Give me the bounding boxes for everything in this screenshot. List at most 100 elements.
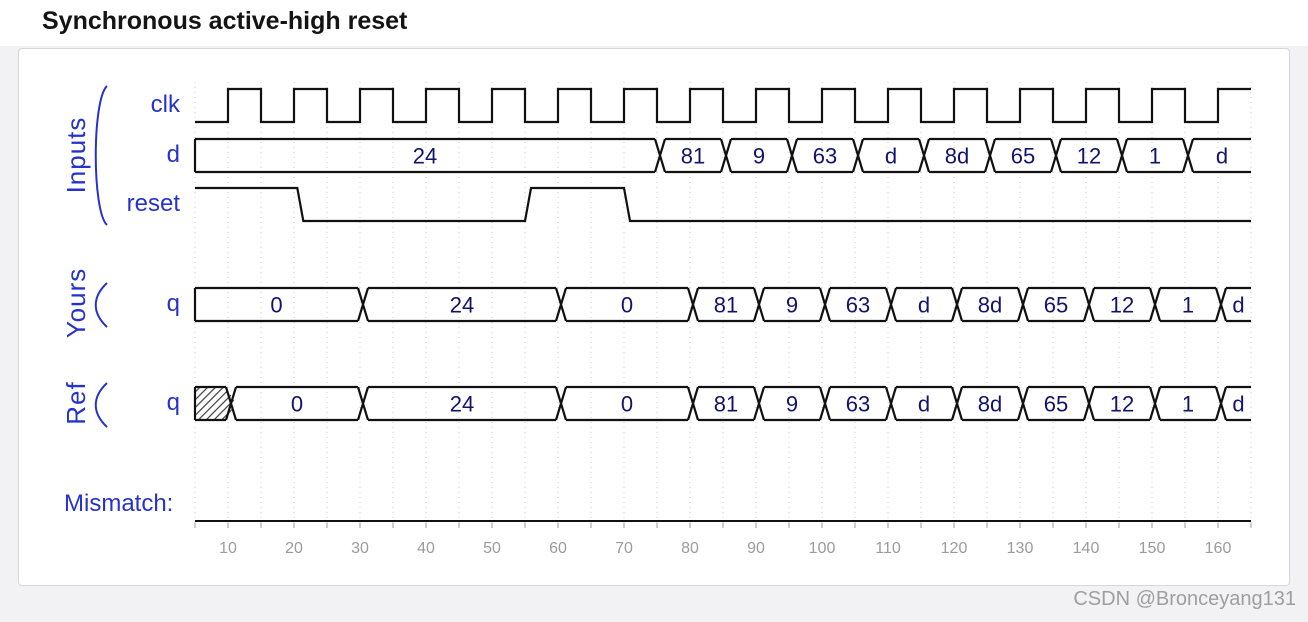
bus-transition	[917, 138, 931, 173]
signal-label-q-ref: q	[166, 389, 180, 416]
bus-value: 1	[1149, 144, 1161, 169]
bus-value: 24	[450, 392, 474, 417]
signal-label-q-yours: q	[166, 290, 180, 317]
bus-transition	[1049, 138, 1063, 173]
bus-transition	[1082, 287, 1096, 322]
time-axis: 10 20 30 40 50 60 70 80 90 100 110 120 130 140 150 160	[194, 523, 1252, 557]
bus-value: 63	[846, 293, 870, 318]
bus-value: 65	[1011, 144, 1035, 169]
bus-transition	[818, 287, 832, 322]
bus-transition	[719, 138, 733, 173]
bus-value: 81	[714, 392, 738, 417]
bus-transition	[1016, 287, 1030, 322]
bus-value: 1	[1182, 293, 1194, 318]
signal-label-reset: reset	[126, 190, 180, 217]
axis-tick-label: 50	[483, 540, 501, 557]
axis-tick-label: 40	[417, 540, 435, 557]
group-brace	[94, 282, 108, 328]
axis-tick-label: 140	[1073, 540, 1100, 557]
page-title: Synchronous active-high reset	[42, 7, 408, 35]
bus-value: 9	[786, 293, 798, 318]
bus-transition	[1181, 138, 1195, 173]
bus-transition	[653, 138, 667, 173]
axis-tick-label: 130	[1007, 540, 1034, 557]
axis-tick-label: 110	[875, 540, 901, 557]
bus-transition	[983, 138, 997, 173]
bus-transition	[884, 386, 898, 421]
bus-value: 81	[681, 144, 705, 169]
unknown-region	[195, 387, 236, 420]
bus-transition	[950, 386, 964, 421]
bus-value: 65	[1044, 392, 1068, 417]
bus-transition	[752, 386, 766, 421]
axis-tick-label: 10	[219, 540, 237, 557]
bus-value: d	[918, 392, 930, 417]
bus-value: 12	[1110, 293, 1134, 318]
bus-transition	[785, 138, 799, 173]
bus-transition	[818, 386, 832, 421]
watermark: CSDN @Bronceyang131	[1073, 588, 1296, 610]
mismatch-label: Mismatch:	[64, 490, 174, 517]
bus-value: 63	[846, 392, 870, 417]
bus-transition	[1148, 386, 1162, 421]
bus-value: 9	[753, 144, 765, 169]
bus-value: 24	[450, 293, 474, 318]
axis-tick-label: 160	[1205, 540, 1232, 557]
bus-transition	[1148, 287, 1162, 322]
bus-value: 8d	[978, 392, 1002, 417]
bus-transition	[554, 386, 568, 421]
d-wave-1: 24 81 9 63 d 8d 65 12 1 d	[193, 137, 1251, 174]
bus-value: 12	[1110, 392, 1134, 417]
axis-tick-label: 60	[549, 540, 567, 557]
bus-value: d	[885, 144, 897, 169]
clk-wave-0	[195, 87, 1251, 124]
bus-transition	[686, 287, 700, 322]
axis-tick-label: 100	[809, 540, 836, 557]
bus-transition	[224, 386, 238, 421]
bus-value: 0	[270, 293, 282, 318]
bus-value: 0	[621, 392, 633, 417]
bus-transition	[356, 287, 370, 322]
bus-transition	[356, 386, 370, 421]
bus-transition	[1214, 386, 1228, 421]
axis-tick-label: 90	[747, 540, 765, 557]
bus-value: d	[1232, 392, 1244, 417]
axis-tick-label: 30	[351, 540, 369, 557]
signal-label-d: d	[166, 141, 180, 168]
bus-value: d	[918, 293, 930, 318]
axis-tick-label: 20	[285, 540, 303, 557]
bus-transition	[554, 287, 568, 322]
bus-transition	[950, 287, 964, 322]
axis-tick-label: 70	[615, 540, 633, 557]
bus-transition	[1082, 386, 1096, 421]
axis-tick-label: 120	[941, 540, 968, 557]
bus-transition	[851, 138, 865, 173]
bus-value: 65	[1044, 293, 1068, 318]
group-brace	[94, 382, 108, 428]
bus-value: d	[1216, 144, 1228, 169]
waveform-panel	[18, 48, 1290, 586]
bus-transition	[686, 386, 700, 421]
signal-label-clk: clk	[150, 91, 180, 118]
axis-tick-label: 80	[681, 540, 699, 557]
bus-value: 1	[1182, 392, 1194, 417]
bus-value: 24	[413, 144, 437, 169]
bus-value: 9	[786, 392, 798, 417]
bus-value: 0	[621, 293, 633, 318]
bus-transition	[752, 287, 766, 322]
bus-transition	[884, 287, 898, 322]
bus-value: d	[1232, 293, 1244, 318]
bus-value: 8d	[978, 293, 1002, 318]
reset-wave-2	[195, 186, 1251, 223]
group-brace	[94, 85, 108, 226]
bus-transition	[1016, 386, 1030, 421]
axis-tick-label: 150	[1139, 540, 1166, 557]
bus-transition	[1214, 287, 1228, 322]
bus-value: 8d	[945, 144, 969, 169]
bus-value: 12	[1077, 144, 1101, 169]
bus-value: 63	[813, 144, 837, 169]
